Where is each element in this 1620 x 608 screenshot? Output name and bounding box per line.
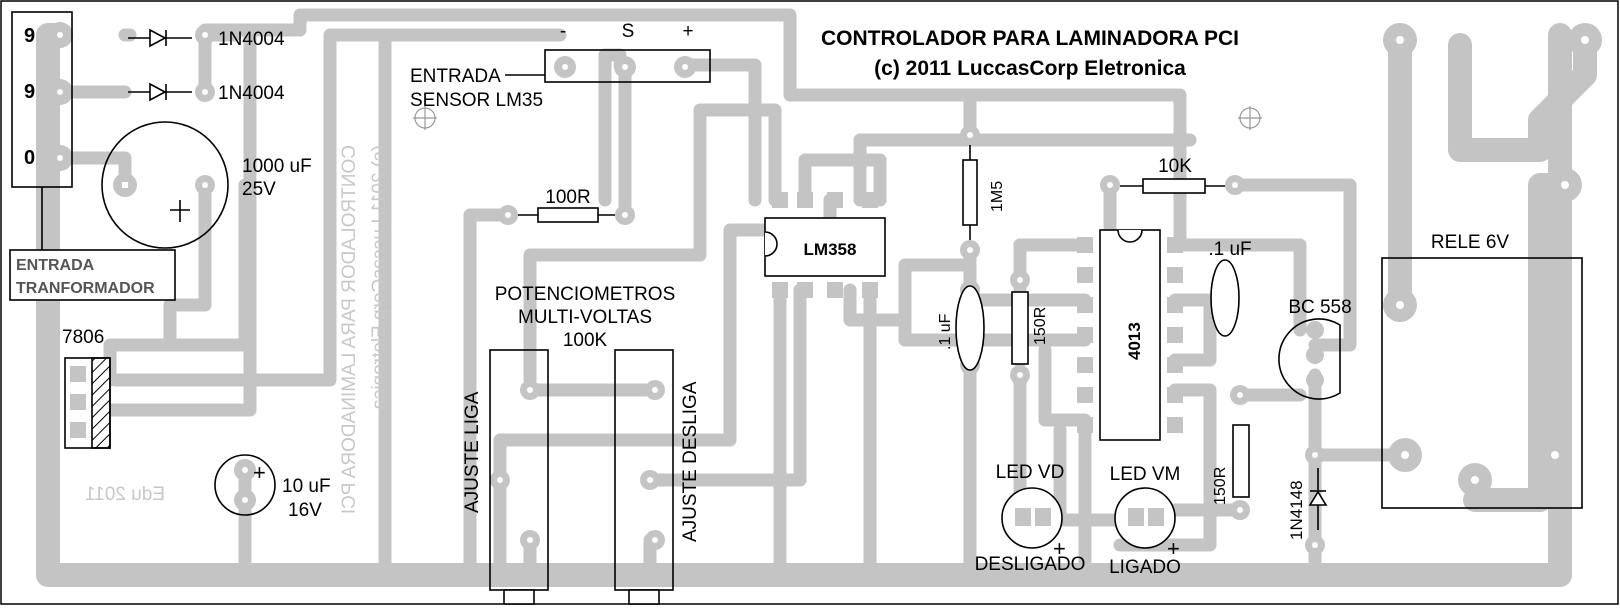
transistor-label: BC 558 [1288, 297, 1351, 318]
resistor-r5: 150R [1212, 424, 1250, 505]
diode-d1-label: 1N4004 [218, 29, 285, 50]
ic-lm358-label: LM358 [804, 240, 857, 259]
capacitor-c4-label: .1 uF [1208, 239, 1251, 260]
ic-4013-label: 4013 [1125, 322, 1144, 360]
mounting-hole-right [1238, 106, 1262, 130]
diode-d3: 1N4148 [1287, 468, 1328, 540]
sensor-label-line1: ENTRADA [410, 66, 501, 87]
solder-pads [47, 22, 1602, 555]
sensor-pin-signal: S [622, 21, 635, 42]
diode-d3-label: 1N4148 [1287, 480, 1306, 540]
board-title: CONTROLADOR PARA LAMINADORA PCI [821, 27, 1239, 50]
sensor-pin-minus: - [560, 21, 566, 42]
ic-4013: 4013 [1099, 229, 1161, 441]
resistor-r3: 150R [1011, 291, 1049, 365]
resistor-r1-label: 100R [545, 187, 590, 208]
relay-6v: RELE 6V [1381, 232, 1583, 509]
regulator-label: 7806 [62, 327, 104, 348]
relay-label: RELE 6V [1431, 232, 1509, 253]
capacitor-c1: 1000 uF 25V [101, 121, 312, 249]
mounting-hole-left [413, 106, 437, 130]
regulator-7806: 7806 [62, 327, 111, 449]
sensor-label-line2: SENSOR LM35 [410, 90, 543, 111]
sensor-connector: - S + ENTRADA SENSOR LM35 [410, 21, 711, 111]
potentiometer-p2: AJUSTE DESLIGA [614, 349, 701, 605]
resistor-r2-label: 1M5 [989, 181, 1006, 212]
connector-pin-1: 9 [24, 25, 35, 47]
ic-lm358: LM358 [764, 217, 886, 277]
capacitor-c2: + 10 uF 16V [214, 454, 331, 521]
pot-heading-line1: POTENCIOMETROS [495, 284, 676, 305]
pot-p2-label: AJUSTE DESLIGA [680, 381, 701, 542]
mirrored-silkscreen: CONTROLADOR PARA LAMINADORA PCI (c) 2011… [339, 145, 390, 514]
mirrored-signature: Edu 2011 [85, 484, 165, 505]
diode-d1: 1N4004 [128, 28, 285, 50]
resistor-r5-label: 150R [1212, 467, 1229, 505]
sensor-pin-plus: + [682, 21, 693, 42]
led-vd-state: DESLIGADO [975, 554, 1086, 575]
led-vm-label: LED VM [1110, 464, 1181, 485]
pot-heading-line3: 100K [563, 330, 608, 351]
resistor-r4-label: 10K [1158, 156, 1192, 177]
capacitor-c2-plus: + [253, 460, 266, 485]
transformer-connector: 9 9 0 ENTRADA TRANFORMADOR [9, 11, 176, 301]
pot-heading-line2: MULTI-VOLTAS [518, 307, 652, 328]
connector-label-line2: TRANFORMADOR [16, 280, 155, 297]
led-vm-plus: + [1167, 536, 1180, 561]
capacitor-c3: .1 uF [937, 285, 985, 371]
connector-pin-3: 0 [24, 147, 35, 169]
led-vm-state: LIGADO [1109, 557, 1181, 578]
mirrored-title: CONTROLADOR PARA LAMINADORA PCI [339, 145, 360, 514]
led-vm: LED VM + LIGADO [1109, 464, 1181, 578]
capacitor-c1-voltage: 25V [242, 179, 276, 200]
pot-p1-label: AJUSTE LIGA [462, 391, 483, 513]
potentiometer-section: POTENCIOMETROS MULTI-VOLTAS 100K [495, 284, 676, 351]
led-vd-plus: + [1053, 536, 1066, 561]
capacitor-c2-voltage: 16V [288, 500, 322, 521]
capacitor-c2-value: 10 uF [282, 476, 331, 497]
led-vd: LED VD + DESLIGADO [975, 462, 1086, 575]
diode-d2-label: 1N4004 [218, 83, 285, 104]
resistor-r1: 100R [518, 187, 615, 223]
transistor-bc558: BC 558 [1278, 297, 1352, 400]
board-subtitle: (c) 2011 LuccasCorp Eletronica [874, 57, 1186, 80]
resistor-r2: 1M5 [962, 145, 1006, 240]
capacitor-c4: .1 uF [1208, 239, 1252, 337]
mirrored-copyright: (c) 2011 LuccasCorp Eletronica [369, 145, 390, 410]
connector-pin-2: 9 [24, 81, 35, 103]
potentiometer-p1: AJUSTE LIGA [462, 349, 549, 605]
resistor-r4: 10K [1120, 156, 1225, 194]
resistor-r3-label: 150R [1032, 307, 1049, 345]
diode-d2: 1N4004 [128, 82, 285, 104]
capacitor-c3-label: .1 uF [937, 313, 954, 350]
led-vd-label: LED VD [996, 462, 1065, 483]
capacitor-c1-value: 1000 uF [242, 156, 312, 177]
connector-label-line1: ENTRADA [16, 257, 95, 274]
